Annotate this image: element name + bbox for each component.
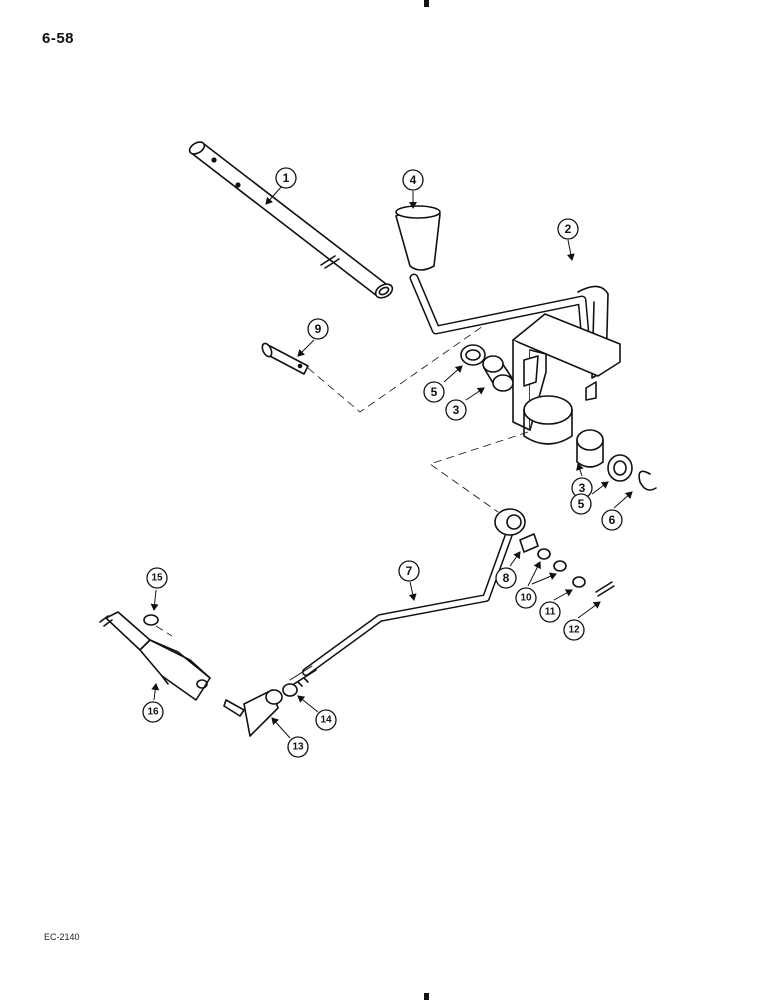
callout-label-9: 9 xyxy=(315,322,322,336)
callout-label-7: 7 xyxy=(406,564,413,578)
callout-label-4: 4 xyxy=(410,173,417,187)
callout-label-3b: 3 xyxy=(579,481,586,495)
diagram-code: EC-2140 xyxy=(44,932,80,942)
callout-label-10: 10 xyxy=(520,593,532,604)
part-nut-15 xyxy=(143,614,159,626)
callout-8 xyxy=(495,567,517,589)
callout-label-6: 6 xyxy=(609,513,616,527)
part-rod xyxy=(289,508,526,687)
part-washer-c xyxy=(572,576,586,588)
bottom-crop-mark xyxy=(424,993,429,1000)
page-number: 6-58 xyxy=(42,30,75,47)
part-washer-b xyxy=(553,560,567,572)
callout-16 xyxy=(142,701,164,723)
part-shaft xyxy=(188,141,394,299)
callout-2 xyxy=(557,218,579,240)
callout-11 xyxy=(539,601,561,623)
callout-3a xyxy=(445,399,467,421)
part-washer-lower xyxy=(607,454,633,482)
callout-4 xyxy=(402,169,424,191)
part-knob xyxy=(395,205,441,271)
alignment-lines xyxy=(155,323,529,637)
callout-9 xyxy=(307,318,329,340)
callout-7 xyxy=(398,560,420,582)
callout-5b xyxy=(570,493,592,515)
callout-5a xyxy=(423,381,445,403)
callout-leaders xyxy=(150,185,633,739)
part-selector-shaft xyxy=(99,611,211,701)
part-cotter-pin xyxy=(595,581,615,597)
callout-label-3a: 3 xyxy=(453,403,460,417)
part-spacer xyxy=(519,533,539,553)
callout-label-15: 15 xyxy=(151,573,163,584)
top-crop-mark xyxy=(424,0,429,7)
callout-13 xyxy=(287,736,309,758)
callout-12 xyxy=(563,619,585,641)
callout-label-8: 8 xyxy=(503,571,510,585)
callout-label-1: 1 xyxy=(283,171,290,185)
part-circlip xyxy=(638,470,657,491)
callout-label-13: 13 xyxy=(292,742,304,753)
callout-label-14: 14 xyxy=(320,715,332,726)
part-bush-lower xyxy=(576,429,604,468)
part-nut-14 xyxy=(282,683,298,697)
callout-label-11: 11 xyxy=(545,607,556,618)
part-ball-joint xyxy=(223,689,283,737)
part-washer-upper xyxy=(460,344,486,366)
callout-6 xyxy=(601,509,623,531)
callout-15 xyxy=(146,567,168,589)
callout-10 xyxy=(515,587,537,609)
part-washer-a xyxy=(537,548,551,560)
callout-label-12: 12 xyxy=(568,625,580,636)
callout-1 xyxy=(275,167,297,189)
callout-label-2: 2 xyxy=(565,222,572,236)
part-lever-bracket xyxy=(409,273,621,445)
callout-14 xyxy=(315,709,337,731)
part-bush-upper xyxy=(482,355,514,392)
part-pin xyxy=(261,342,309,375)
callout-label-16: 16 xyxy=(147,707,159,718)
callout-label-5b: 5 xyxy=(578,497,585,511)
callout-label-5a: 5 xyxy=(431,385,438,399)
